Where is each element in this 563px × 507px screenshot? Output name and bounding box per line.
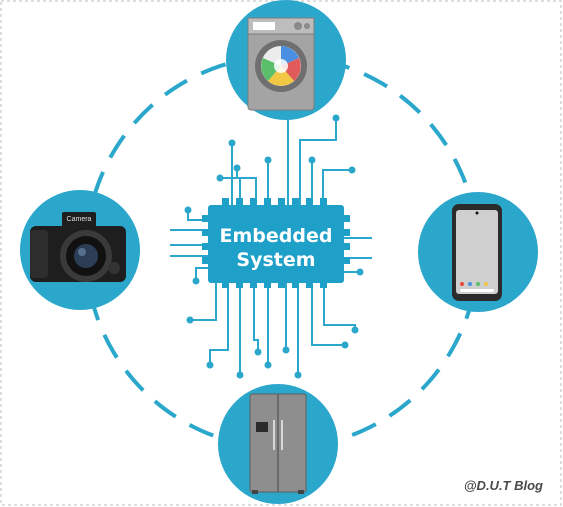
camera-icon [30,212,126,282]
watermark-text: @D.U.T Blog [464,478,543,493]
smartphone-icon [452,204,502,301]
washing-machine-icon [247,17,315,111]
node-washing-machine [226,0,346,120]
chip-label-line1: Embedded [220,225,333,247]
node-refrigerator [218,384,338,504]
refrigerator-icon [249,393,307,494]
node-smartphone [418,192,538,312]
camera-brand-label: Camera [67,216,92,223]
chip-label-line2: System [236,249,315,271]
chip-body [208,205,344,283]
trace-pads [184,114,364,379]
node-camera: Camera [20,190,140,310]
